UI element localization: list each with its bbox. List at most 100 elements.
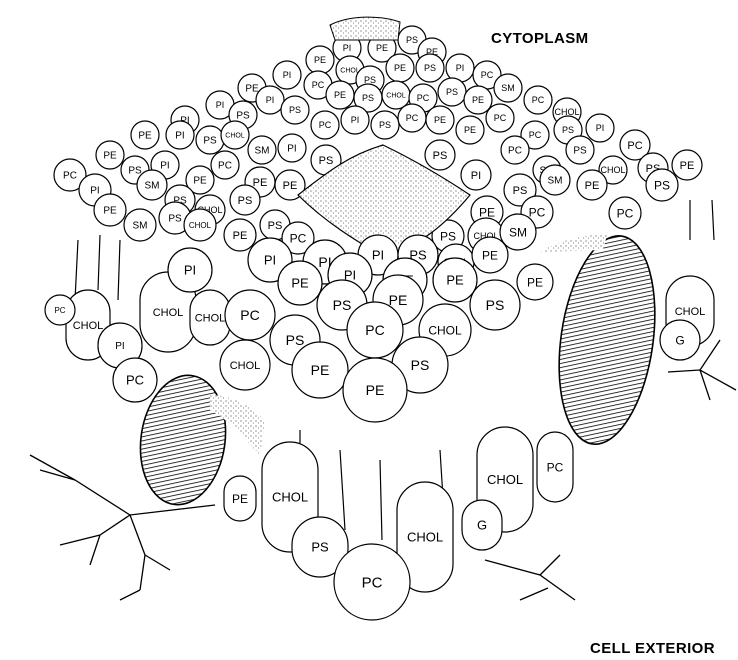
- svg-text:PS: PS: [573, 146, 587, 157]
- lipid-head-g: G: [660, 320, 700, 360]
- lipid-head-pi: PI: [341, 106, 369, 134]
- lipid-head-pi: PI: [273, 61, 301, 89]
- svg-text:PS: PS: [440, 229, 456, 243]
- svg-text:PE: PE: [434, 115, 446, 125]
- stippled-protein-top-rim: [330, 17, 400, 40]
- svg-text:PC: PC: [365, 322, 384, 338]
- svg-text:PE: PE: [394, 63, 406, 73]
- svg-text:PC: PC: [218, 161, 232, 172]
- svg-text:PC: PC: [532, 95, 545, 105]
- lipid-head-ps: PS: [646, 169, 678, 201]
- lipid-head-pe: PE: [577, 170, 607, 200]
- svg-text:CHOL: CHOL: [153, 307, 184, 319]
- lipid-head-pe: PE: [94, 194, 126, 226]
- lipid-head-chol: CHOL: [220, 340, 270, 390]
- svg-text:PC: PC: [290, 231, 307, 245]
- svg-text:PC: PC: [362, 574, 383, 591]
- svg-text:CHOL: CHOL: [225, 133, 245, 140]
- svg-text:CHOL: CHOL: [189, 221, 212, 230]
- svg-text:PE: PE: [193, 176, 207, 187]
- svg-text:PC: PC: [529, 130, 542, 140]
- svg-text:PE: PE: [334, 90, 346, 100]
- lipid-head-ps: PS: [281, 96, 309, 124]
- svg-text:PC: PC: [240, 307, 259, 323]
- lipid-head-ps: PS: [566, 136, 594, 164]
- lipid-head-pc: PC: [486, 104, 514, 132]
- lipid-head-chol: CHOL: [190, 290, 230, 345]
- lipid-head-pe: PE: [456, 116, 484, 144]
- svg-text:PE: PE: [479, 205, 495, 219]
- lipid-head-pe: PE: [224, 219, 256, 251]
- lipid-head-pe: PE: [672, 150, 702, 180]
- svg-text:PI: PI: [264, 253, 276, 268]
- lipid-head-pc: PC: [334, 544, 410, 620]
- svg-text:PE: PE: [446, 273, 464, 288]
- svg-text:PS: PS: [513, 185, 528, 197]
- lipid-head-ps: PS: [230, 185, 260, 215]
- svg-text:PC: PC: [494, 113, 507, 123]
- lipid-head-pc: PC: [398, 104, 426, 132]
- lipid-head-pe: PE: [278, 261, 322, 305]
- lipid-head-pi: PI: [461, 160, 491, 190]
- svg-text:PS: PS: [168, 214, 182, 225]
- lipid-head-pe: PE: [306, 46, 334, 74]
- svg-text:PE: PE: [680, 160, 695, 172]
- lipid-head-pi: PI: [586, 114, 614, 142]
- lipid-head-pe: PE: [131, 121, 159, 149]
- svg-text:PC: PC: [627, 140, 642, 152]
- svg-text:PE: PE: [138, 131, 152, 142]
- lipid-head-pc: PC: [347, 302, 403, 358]
- svg-text:PC: PC: [547, 460, 564, 474]
- svg-text:PC: PC: [529, 205, 546, 219]
- svg-text:PC: PC: [126, 373, 144, 388]
- svg-text:PE: PE: [103, 151, 117, 162]
- svg-text:PS: PS: [446, 87, 458, 97]
- svg-text:PE: PE: [464, 125, 476, 135]
- svg-text:PI: PI: [216, 100, 225, 110]
- svg-text:PI: PI: [351, 115, 360, 125]
- svg-text:PI: PI: [471, 170, 481, 182]
- svg-text:PS: PS: [486, 297, 505, 313]
- lipid-head-ps: PS: [470, 280, 520, 330]
- lipid-head-pc: PC: [45, 295, 75, 325]
- lipid-head-pc: PC: [225, 290, 275, 340]
- svg-text:SM: SM: [509, 225, 527, 239]
- lipid-head-ps: PS: [416, 54, 444, 82]
- svg-text:PI: PI: [266, 95, 275, 105]
- svg-text:PS: PS: [128, 166, 142, 177]
- lipid-head-sm: SM: [494, 74, 522, 102]
- svg-text:G: G: [675, 333, 684, 347]
- lipid-head-pe: PE: [426, 106, 454, 134]
- lipid-head-pe: PE: [343, 358, 407, 422]
- lipid-head-pi: PI: [168, 248, 212, 292]
- lipid-head-g: G: [462, 500, 502, 550]
- svg-text:PS: PS: [333, 297, 352, 313]
- lipid-head-ps: PS: [196, 126, 224, 154]
- oligosaccharide-branch-bottom: [485, 555, 575, 600]
- svg-text:PS: PS: [311, 540, 329, 555]
- lipid-head-pc: PC: [524, 86, 552, 114]
- lipid-head-pc: PC: [537, 432, 573, 502]
- cell-exterior-label: CELL EXTERIOR: [590, 640, 715, 657]
- svg-text:PS: PS: [406, 35, 418, 45]
- lipid-head-ps: PS: [425, 140, 455, 170]
- svg-text:PS: PS: [654, 178, 670, 192]
- svg-text:SM: SM: [145, 181, 160, 192]
- svg-text:PC: PC: [312, 80, 325, 90]
- svg-text:PS: PS: [562, 125, 574, 135]
- lipid-head-pi: PI: [256, 86, 284, 114]
- svg-text:PI: PI: [184, 263, 196, 278]
- lipid-head-ps: PS: [371, 111, 399, 139]
- svg-text:PC: PC: [54, 306, 65, 315]
- svg-text:CHOL: CHOL: [675, 306, 706, 318]
- lipid-head-pe: PE: [224, 476, 256, 521]
- lipid-head-chol: CHOL: [221, 121, 249, 149]
- svg-text:PE: PE: [245, 84, 259, 95]
- svg-text:PI: PI: [160, 161, 169, 172]
- svg-text:PC: PC: [508, 146, 522, 157]
- svg-text:PE: PE: [232, 492, 248, 506]
- svg-text:SM: SM: [255, 146, 270, 157]
- svg-text:SM: SM: [133, 221, 148, 232]
- lipid-head-pe: PE: [433, 258, 477, 302]
